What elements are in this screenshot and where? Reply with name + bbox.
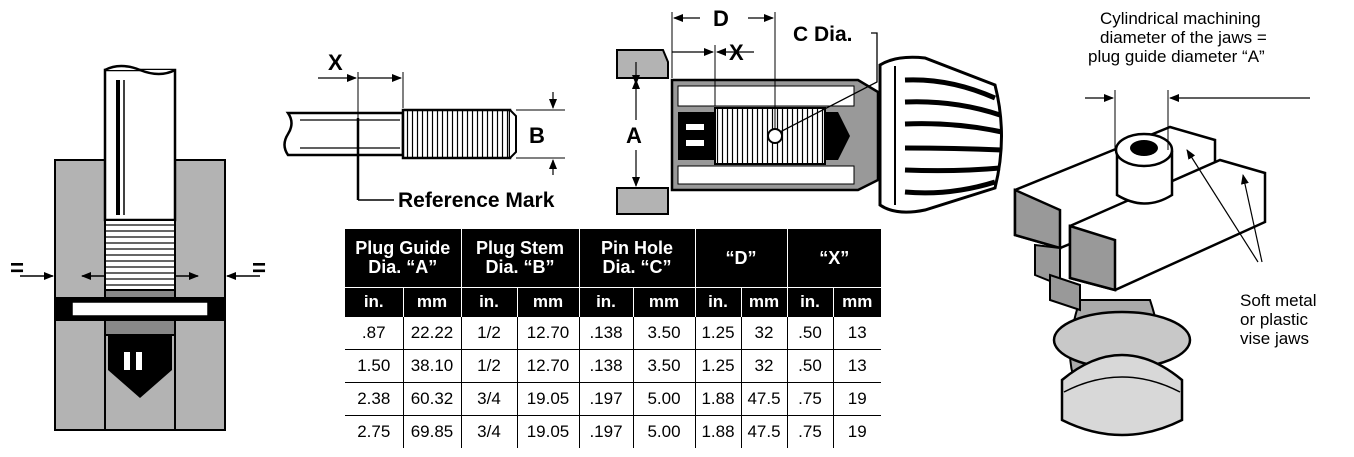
table-cell: 60.32 — [402, 382, 462, 416]
table-cell: 1.25 — [694, 316, 742, 350]
table-cell: 47.5 — [740, 415, 788, 448]
table-cell: 1/2 — [460, 316, 518, 350]
vise-jaws-drawing — [1013, 90, 1310, 437]
unit-header: in. — [787, 287, 834, 317]
table-cell: .138 — [578, 316, 634, 350]
header-pin-hole: Pin Hole Dia. “C” — [579, 229, 696, 288]
table-cell: 3/4 — [460, 415, 518, 448]
table-cell: 1.88 — [694, 382, 742, 416]
header-d: “D” — [695, 229, 788, 288]
table-cell: .87 — [345, 316, 404, 350]
jaw-note-line: Cylindrical machining — [1100, 9, 1261, 28]
vise-jaws-note: Soft metal or plastic vise jaws — [1240, 291, 1317, 348]
jaw-machining-note: Cylindrical machining diameter of the ja… — [1088, 9, 1267, 66]
header-x: “X” — [787, 229, 881, 288]
vise-note-line: Soft metal — [1240, 291, 1317, 310]
unit-header: in. — [579, 287, 634, 317]
unit-header: mm — [633, 287, 696, 317]
unit-header: in. — [461, 287, 518, 317]
table-cell: 47.5 — [740, 382, 788, 416]
table-cell: 22.22 — [402, 316, 462, 350]
unit-header: mm — [833, 287, 881, 317]
table-cell: 19 — [832, 415, 881, 448]
table-row: .87 22.22 1/2 12.70 .138 3.50 1.25 32 .5… — [345, 316, 881, 350]
unit-header: in. — [345, 287, 404, 317]
bore-section-drawing — [20, 64, 260, 431]
table-cell: 32 — [740, 316, 788, 350]
table-row: 2.38 60.32 3/4 19.05 .197 5.00 1.88 47.5… — [345, 382, 881, 416]
table-cell: 32 — [740, 349, 788, 383]
table-cell: 2.75 — [345, 415, 404, 448]
reference-mark-label: Reference Mark — [398, 189, 555, 212]
plug-guide-drawing — [616, 12, 1003, 215]
x-label-stem: X — [328, 50, 343, 75]
table-cell: .75 — [786, 415, 834, 448]
table-cell: 38.10 — [402, 349, 462, 383]
header-plug-stem: Plug Stem Dia. “B” — [461, 229, 580, 288]
table-cell: .197 — [578, 382, 634, 416]
table-cell: .50 — [786, 349, 834, 383]
table-cell: 19.05 — [516, 382, 580, 416]
equal-label-right: = — [252, 255, 266, 282]
table-cell: 2.38 — [345, 382, 404, 416]
header-plug-guide: Plug Guide Dia. “A” — [345, 229, 462, 288]
unit-header: in. — [695, 287, 742, 317]
d-label: D — [713, 6, 729, 31]
x-label-plug: X — [729, 40, 744, 65]
table-cell: 19 — [832, 382, 881, 416]
unit-header: mm — [741, 287, 788, 317]
table-cell: .50 — [786, 316, 834, 350]
table-cell: 5.00 — [632, 415, 696, 448]
vise-note-line: or plastic — [1240, 310, 1309, 329]
table-cell: 3.50 — [632, 316, 696, 350]
table-cell: 1/2 — [460, 349, 518, 383]
plug-spec-table: Plug Guide Dia. “A” Plug Stem Dia. “B” P… — [345, 229, 881, 448]
a-label: A — [626, 123, 642, 148]
table-cell: 12.70 — [516, 316, 580, 350]
table-row: 1.50 38.10 1/2 12.70 .138 3.50 1.25 32 .… — [345, 349, 881, 383]
table-cell: 3/4 — [460, 382, 518, 416]
plug-stem-drawing — [283, 72, 565, 201]
table-cell: .75 — [786, 382, 834, 416]
table-cell: 13 — [832, 316, 881, 350]
jaw-note-line: diameter of the jaws = — [1100, 28, 1267, 47]
b-label: B — [529, 123, 545, 148]
table-cell: 1.25 — [694, 349, 742, 383]
table-row: 2.75 69.85 3/4 19.05 .197 5.00 1.88 47.5… — [345, 415, 881, 448]
unit-header: mm — [403, 287, 462, 317]
table-cell: 1.50 — [345, 349, 404, 383]
table-cell: 12.70 — [516, 349, 580, 383]
table-cell: 69.85 — [402, 415, 462, 448]
table-cell: 13 — [832, 349, 881, 383]
table-cell: .138 — [578, 349, 634, 383]
table-cell: 19.05 — [516, 415, 580, 448]
vise-note-line: vise jaws — [1240, 329, 1309, 348]
unit-header: mm — [517, 287, 580, 317]
table-cell: 1.88 — [694, 415, 742, 448]
table-cell: .197 — [578, 415, 634, 448]
table-cell: 5.00 — [632, 382, 696, 416]
jaw-note-line: plug guide diameter “A” — [1088, 47, 1265, 66]
c-dia-label: C Dia. — [793, 23, 853, 46]
equal-label-left: = — [10, 255, 24, 282]
table-cell: 3.50 — [632, 349, 696, 383]
